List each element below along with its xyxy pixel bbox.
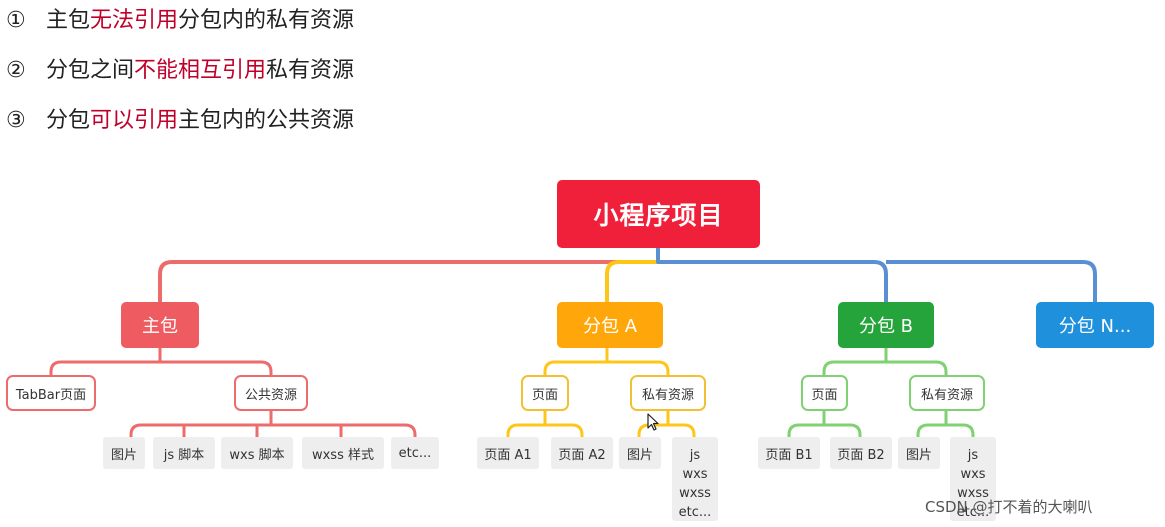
main-package-node: 主包 [121, 302, 199, 348]
rule-text: 主包 [46, 8, 91, 33]
connector-b-private [916, 411, 975, 438]
rule-1: ① 主包无法引用分包内的私有资源 [6, 6, 354, 36]
a-private-item: 图片 [619, 437, 661, 469]
b-private-multi-line: etc... [956, 505, 990, 520]
main-public-item: wxss 样式 [302, 437, 384, 469]
a-private-multi-line: etc... [678, 505, 712, 520]
a-pages-node: 页面 [521, 375, 569, 411]
mouse-cursor-icon [647, 413, 659, 431]
package-a-node: 分包 A [557, 302, 663, 348]
a-private-multi-line: wxss [679, 486, 711, 501]
rule-text: 私有资源 [266, 58, 355, 83]
main-public-item: wxs 脚本 [221, 437, 293, 469]
connector-b-pages [787, 411, 862, 438]
a-private-multi-item: js wxs wxss etc... [672, 437, 718, 521]
a-private-node: 私有资源 [630, 375, 706, 411]
connector-a-pages [506, 411, 584, 438]
main-public-item: js 脚本 [153, 437, 215, 469]
b-page-item: 页面 B1 [758, 437, 820, 469]
package-b-node: 分包 B [838, 302, 934, 348]
connector-root-n [886, 260, 1097, 302]
root-node: 小程序项目 [557, 180, 760, 248]
rule-highlight: 无法引用 [90, 8, 179, 33]
rule-2: ② 分包之间不能相互引用私有资源 [6, 56, 354, 86]
a-page-item: 页面 A2 [551, 437, 613, 469]
main-public-node: 公共资源 [234, 375, 308, 411]
main-public-item: etc... [391, 437, 439, 469]
b-private-multi-line: wxs [960, 467, 986, 482]
rule-text: 分包 [46, 108, 91, 133]
b-private-item: 图片 [898, 437, 940, 469]
b-private-multi-line: js [967, 448, 979, 463]
rule-text: 分包之间 [46, 58, 135, 83]
b-private-node: 私有资源 [909, 375, 985, 411]
connector-a-cats [543, 348, 670, 376]
rule-3: ③ 分包可以引用主包内的公共资源 [6, 106, 354, 136]
rule-number: ③ [6, 108, 26, 133]
rule-text: 分包内的私有资源 [178, 8, 355, 33]
rule-highlight: 不能相互引用 [134, 58, 267, 83]
main-public-item: 图片 [103, 437, 145, 469]
watermark: CSDN @打不着的大喇叭 [925, 498, 1093, 516]
rule-number: ② [6, 58, 26, 83]
b-page-item: 页面 B2 [830, 437, 892, 469]
b-pages-node: 页面 [801, 375, 848, 411]
b-private-multi-line: wxss [957, 486, 989, 501]
connector-root-a [605, 260, 658, 302]
connector-main-cats [49, 348, 273, 376]
connector-b-cats [822, 348, 948, 376]
package-n-node: 分包 N... [1036, 302, 1154, 348]
connector-main-public-items [129, 411, 417, 438]
connector-root-b [656, 248, 888, 302]
a-private-multi-line: js [689, 448, 701, 463]
main-pages-node: TabBar页面 [6, 375, 96, 411]
a-private-multi-line: wxs [682, 467, 708, 482]
a-page-item: 页面 A1 [477, 437, 539, 469]
rule-highlight: 可以引用 [90, 108, 179, 133]
rule-number: ① [6, 8, 26, 33]
rule-text: 主包内的公共资源 [178, 108, 355, 133]
connector-root-main [158, 248, 660, 302]
b-private-multi-item: js wxs wxss etc... [950, 437, 996, 521]
